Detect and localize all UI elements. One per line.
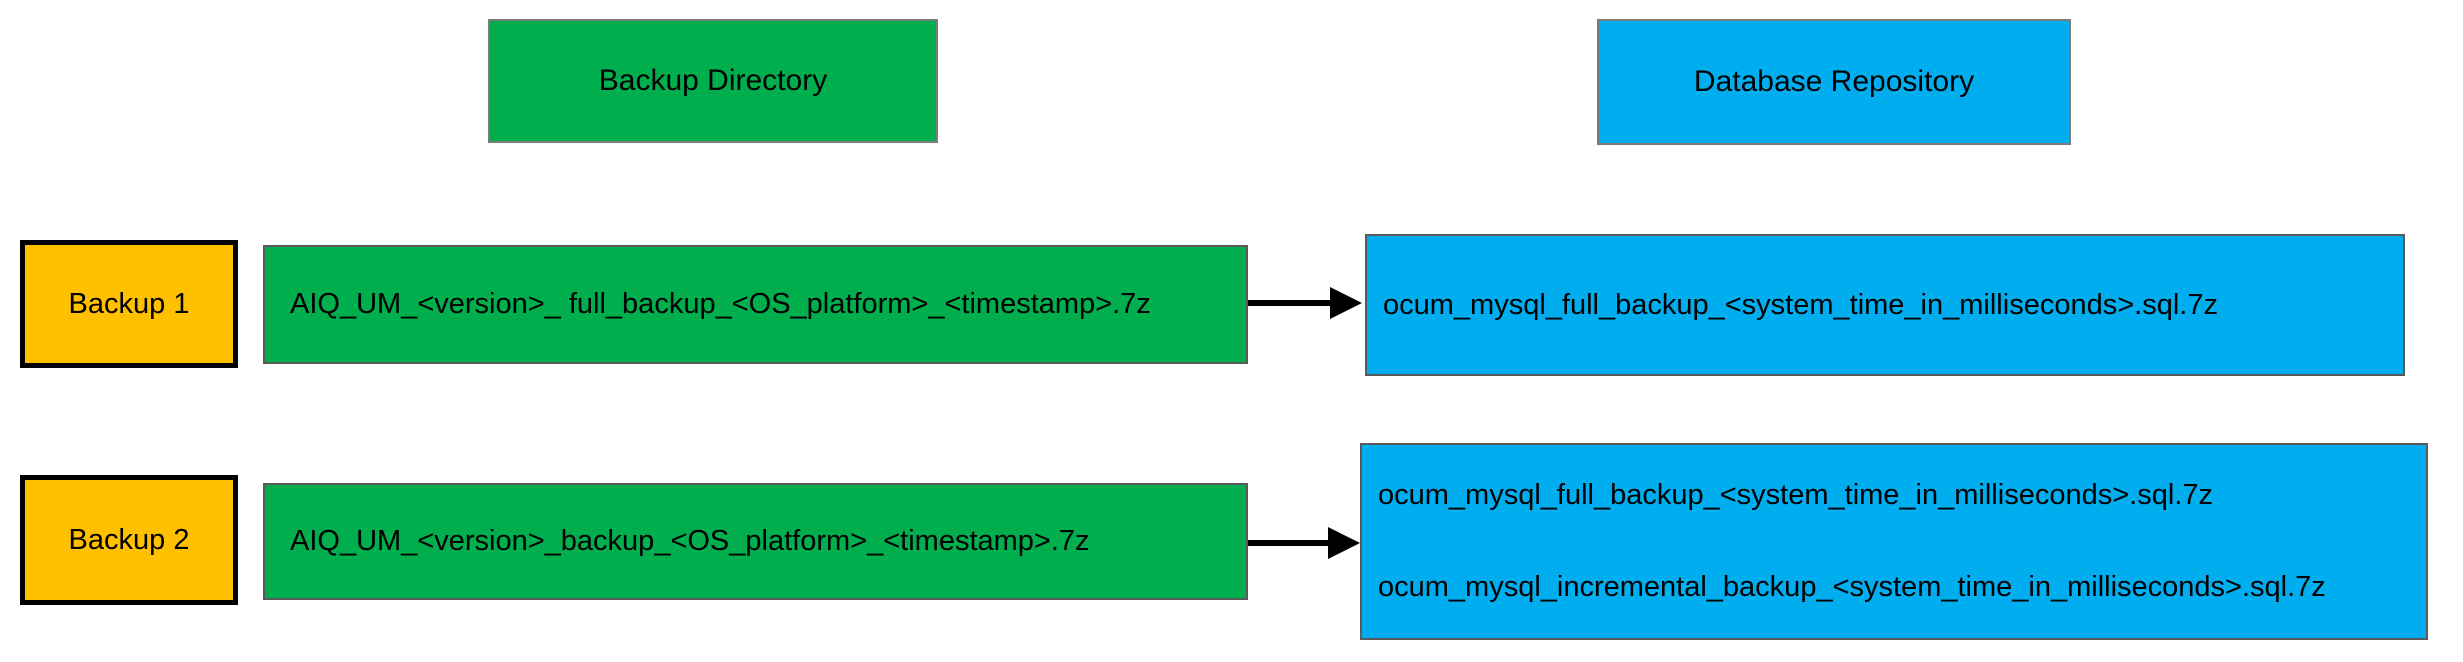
arrow-head [1330, 287, 1362, 319]
arrow-shaft [1248, 300, 1336, 306]
backup-file-label-row-1: AIQ_UM_<version>_ full_backup_<OS_platfo… [290, 288, 1151, 320]
column-header-backup-directory-label: Backup Directory [598, 64, 828, 97]
source-box-backup-2: Backup 2 [20, 475, 238, 605]
source-box-backup-2-label: Backup 2 [68, 523, 190, 556]
db-file-label-row-2-line-2: ocum_mysql_incremental_backup_<system_ti… [1378, 571, 2326, 603]
column-header-backup-directory: Backup Directory [488, 19, 938, 143]
db-file-box-row-1: ocum_mysql_full_backup_<system_time_in_m… [1365, 234, 2405, 376]
backup-file-box-row-2: AIQ_UM_<version>_backup_<OS_platform>_<t… [263, 483, 1248, 600]
backup-file-label-row-2: AIQ_UM_<version>_backup_<OS_platform>_<t… [290, 525, 1090, 557]
arrow-head [1328, 527, 1360, 559]
source-box-backup-1-label: Backup 1 [68, 287, 190, 320]
db-file-box-row-2: ocum_mysql_full_backup_<system_time_in_m… [1360, 443, 2428, 640]
db-file-label-row-2-line-1: ocum_mysql_full_backup_<system_time_in_m… [1378, 479, 2213, 511]
backup-file-box-row-1: AIQ_UM_<version>_ full_backup_<OS_platfo… [263, 245, 1248, 364]
db-file-label-row-1-line-1: ocum_mysql_full_backup_<system_time_in_m… [1383, 288, 2218, 321]
column-header-database-repository: Database Repository [1597, 19, 2071, 145]
source-box-backup-1: Backup 1 [20, 240, 238, 368]
column-header-database-repository-label: Database Repository [1693, 65, 1975, 98]
arrow-shaft [1248, 540, 1334, 546]
